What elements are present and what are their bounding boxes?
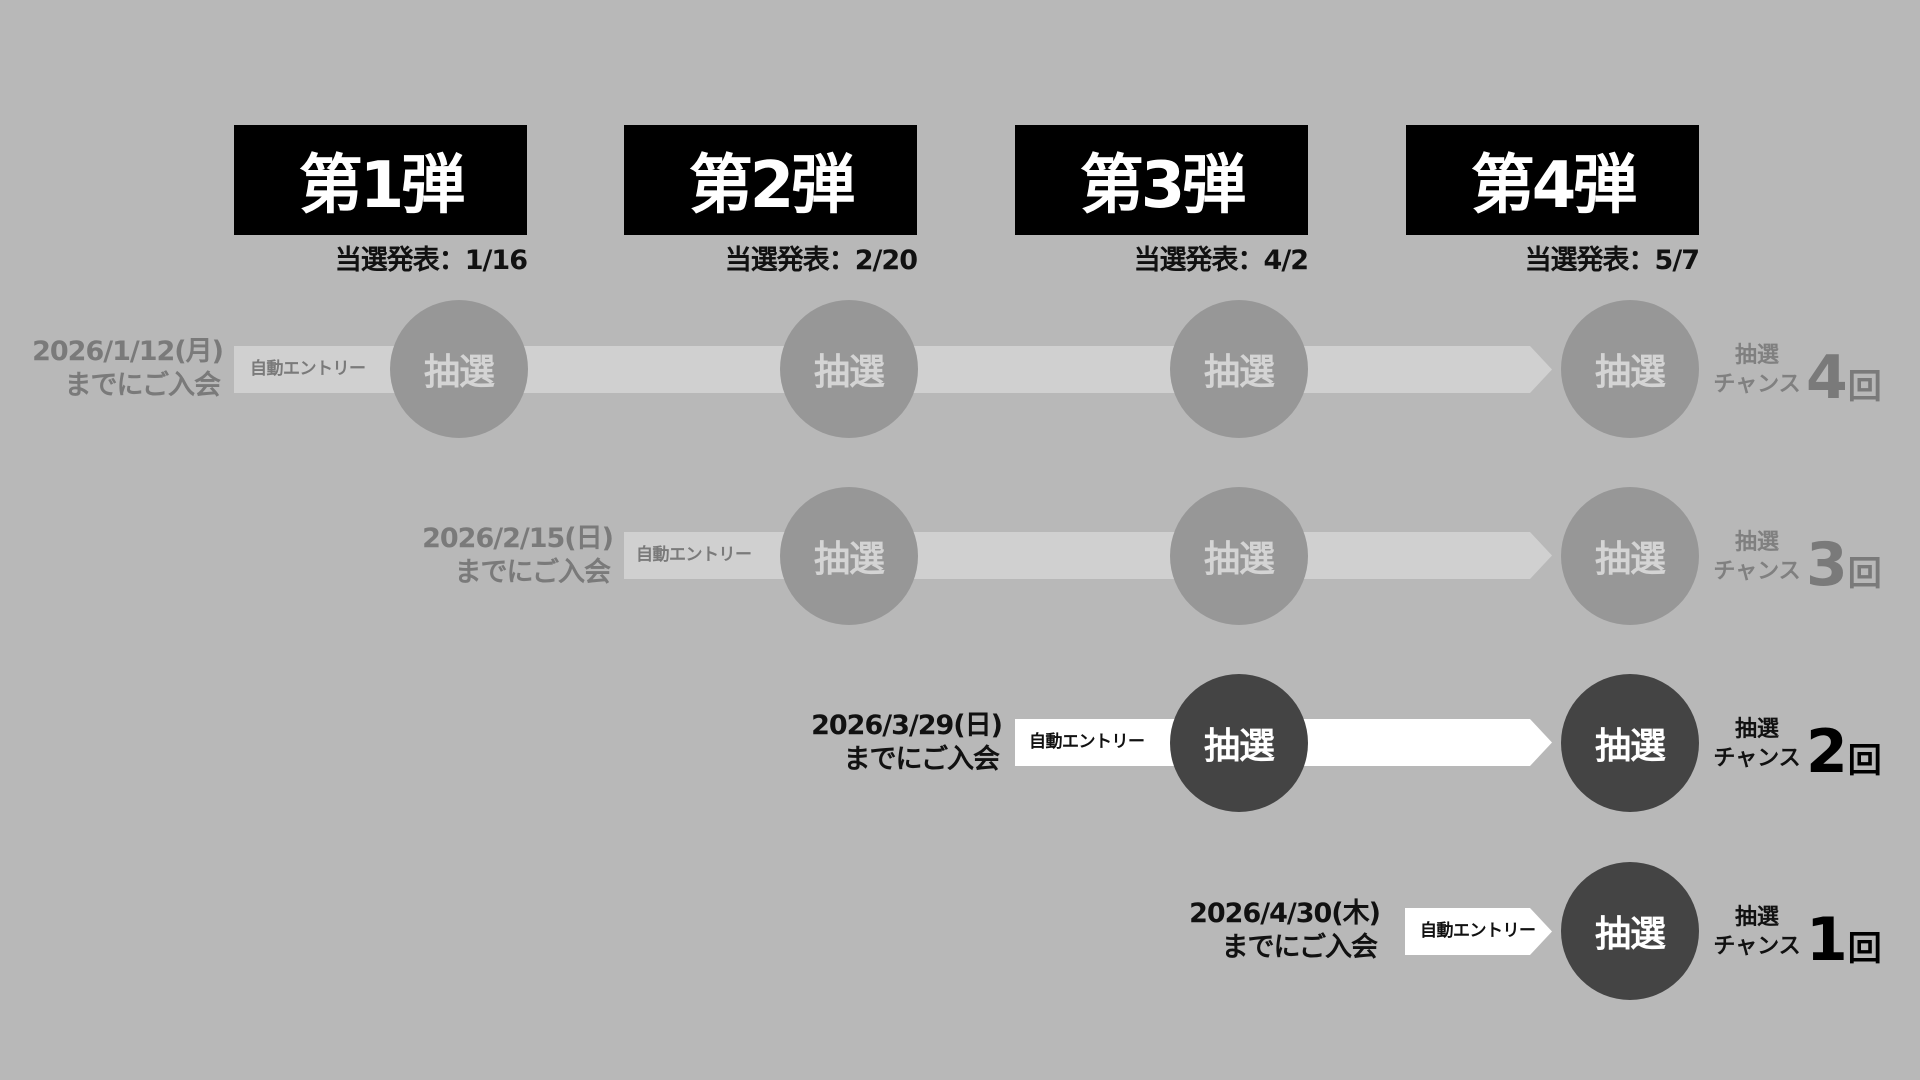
- chance-count-number: 2: [1806, 717, 1848, 787]
- lottery-circle: 抽選: [390, 300, 528, 438]
- entry-arrow-band: [1405, 908, 1552, 955]
- auto-entry-label: 自動エントリー: [1420, 921, 1536, 941]
- deadline-date: 2026/4/30(木): [1189, 898, 1381, 929]
- announcement-date-2: 当選発表：2/20: [724, 245, 918, 276]
- chance-line-1: 抽選: [1734, 530, 1779, 555]
- join-deadline: 2026/2/15(日) までにご入会: [353, 522, 614, 590]
- chance-count-number: 4: [1806, 343, 1848, 413]
- round-title-4: 第4弾: [1406, 125, 1699, 235]
- entry-arrow-band: [624, 532, 1552, 579]
- chance-count: 2回: [1806, 722, 1882, 782]
- round-title-1: 第1弾: [234, 125, 527, 235]
- round-title-2: 第2弾: [624, 125, 917, 235]
- announcement-date-3: 当選発表：4/2: [1133, 245, 1309, 276]
- chance-count: 3回: [1806, 535, 1882, 595]
- chance-line-1: 抽選: [1734, 343, 1779, 368]
- lottery-circle: 抽選: [1561, 674, 1699, 812]
- chance-line-2: チャンス: [1713, 934, 1801, 959]
- chance-count: 4回: [1806, 348, 1882, 408]
- auto-entry-label: 自動エントリー: [250, 359, 366, 379]
- chance-count-number: 1: [1806, 905, 1848, 975]
- lottery-chance-label: 抽選 チャンス: [1712, 903, 1802, 961]
- chance-count-unit: 回: [1847, 367, 1882, 407]
- auto-entry-label: 自動エントリー: [1029, 732, 1145, 752]
- lottery-chance-label: 抽選 チャンス: [1712, 715, 1802, 773]
- chance-line-2: チャンス: [1713, 372, 1801, 397]
- chance-count-unit: 回: [1847, 554, 1882, 594]
- deadline-suffix: までにご入会: [843, 744, 1000, 775]
- chance-line-1: 抽選: [1734, 905, 1779, 930]
- lottery-circle: 抽選: [1561, 862, 1699, 1000]
- deadline-suffix: までにご入会: [1221, 932, 1378, 963]
- lottery-circle: 抽選: [780, 487, 918, 625]
- chance-count-unit: 回: [1847, 741, 1882, 781]
- lottery-circle: 抽選: [780, 300, 918, 438]
- round-title-3: 第3弾: [1015, 125, 1308, 235]
- chance-count-unit: 回: [1847, 929, 1882, 969]
- chance-line-1: 抽選: [1734, 717, 1779, 742]
- chance-count-number: 3: [1806, 530, 1848, 600]
- lottery-circle: 抽選: [1170, 674, 1308, 812]
- auto-entry-label: 自動エントリー: [636, 545, 752, 565]
- lottery-circle: 抽選: [1170, 300, 1308, 438]
- lottery-chance-label: 抽選 チャンス: [1712, 528, 1802, 586]
- lottery-chance-label: 抽選 チャンス: [1712, 341, 1802, 399]
- join-deadline: 2026/3/29(日) までにご入会: [742, 709, 1003, 777]
- deadline-date: 2026/2/15(日): [422, 523, 614, 554]
- deadline-date: 2026/1/12(月): [32, 336, 224, 367]
- chance-count: 1回: [1806, 910, 1882, 970]
- lottery-circle: 抽選: [1170, 487, 1308, 625]
- deadline-date: 2026/3/29(日): [811, 710, 1003, 741]
- join-deadline: 2026/1/12(月) までにご入会: [0, 335, 224, 403]
- announcement-date-4: 当選発表：5/7: [1524, 245, 1700, 276]
- announcement-date-1: 当選発表：1/16: [334, 245, 528, 276]
- deadline-suffix: までにご入会: [64, 370, 221, 401]
- join-deadline: 2026/4/30(木) までにご入会: [1120, 897, 1381, 965]
- lottery-circle: 抽選: [1561, 300, 1699, 438]
- chance-line-2: チャンス: [1713, 746, 1801, 771]
- chance-line-2: チャンス: [1713, 559, 1801, 584]
- deadline-suffix: までにご入会: [454, 557, 611, 588]
- lottery-circle: 抽選: [1561, 487, 1699, 625]
